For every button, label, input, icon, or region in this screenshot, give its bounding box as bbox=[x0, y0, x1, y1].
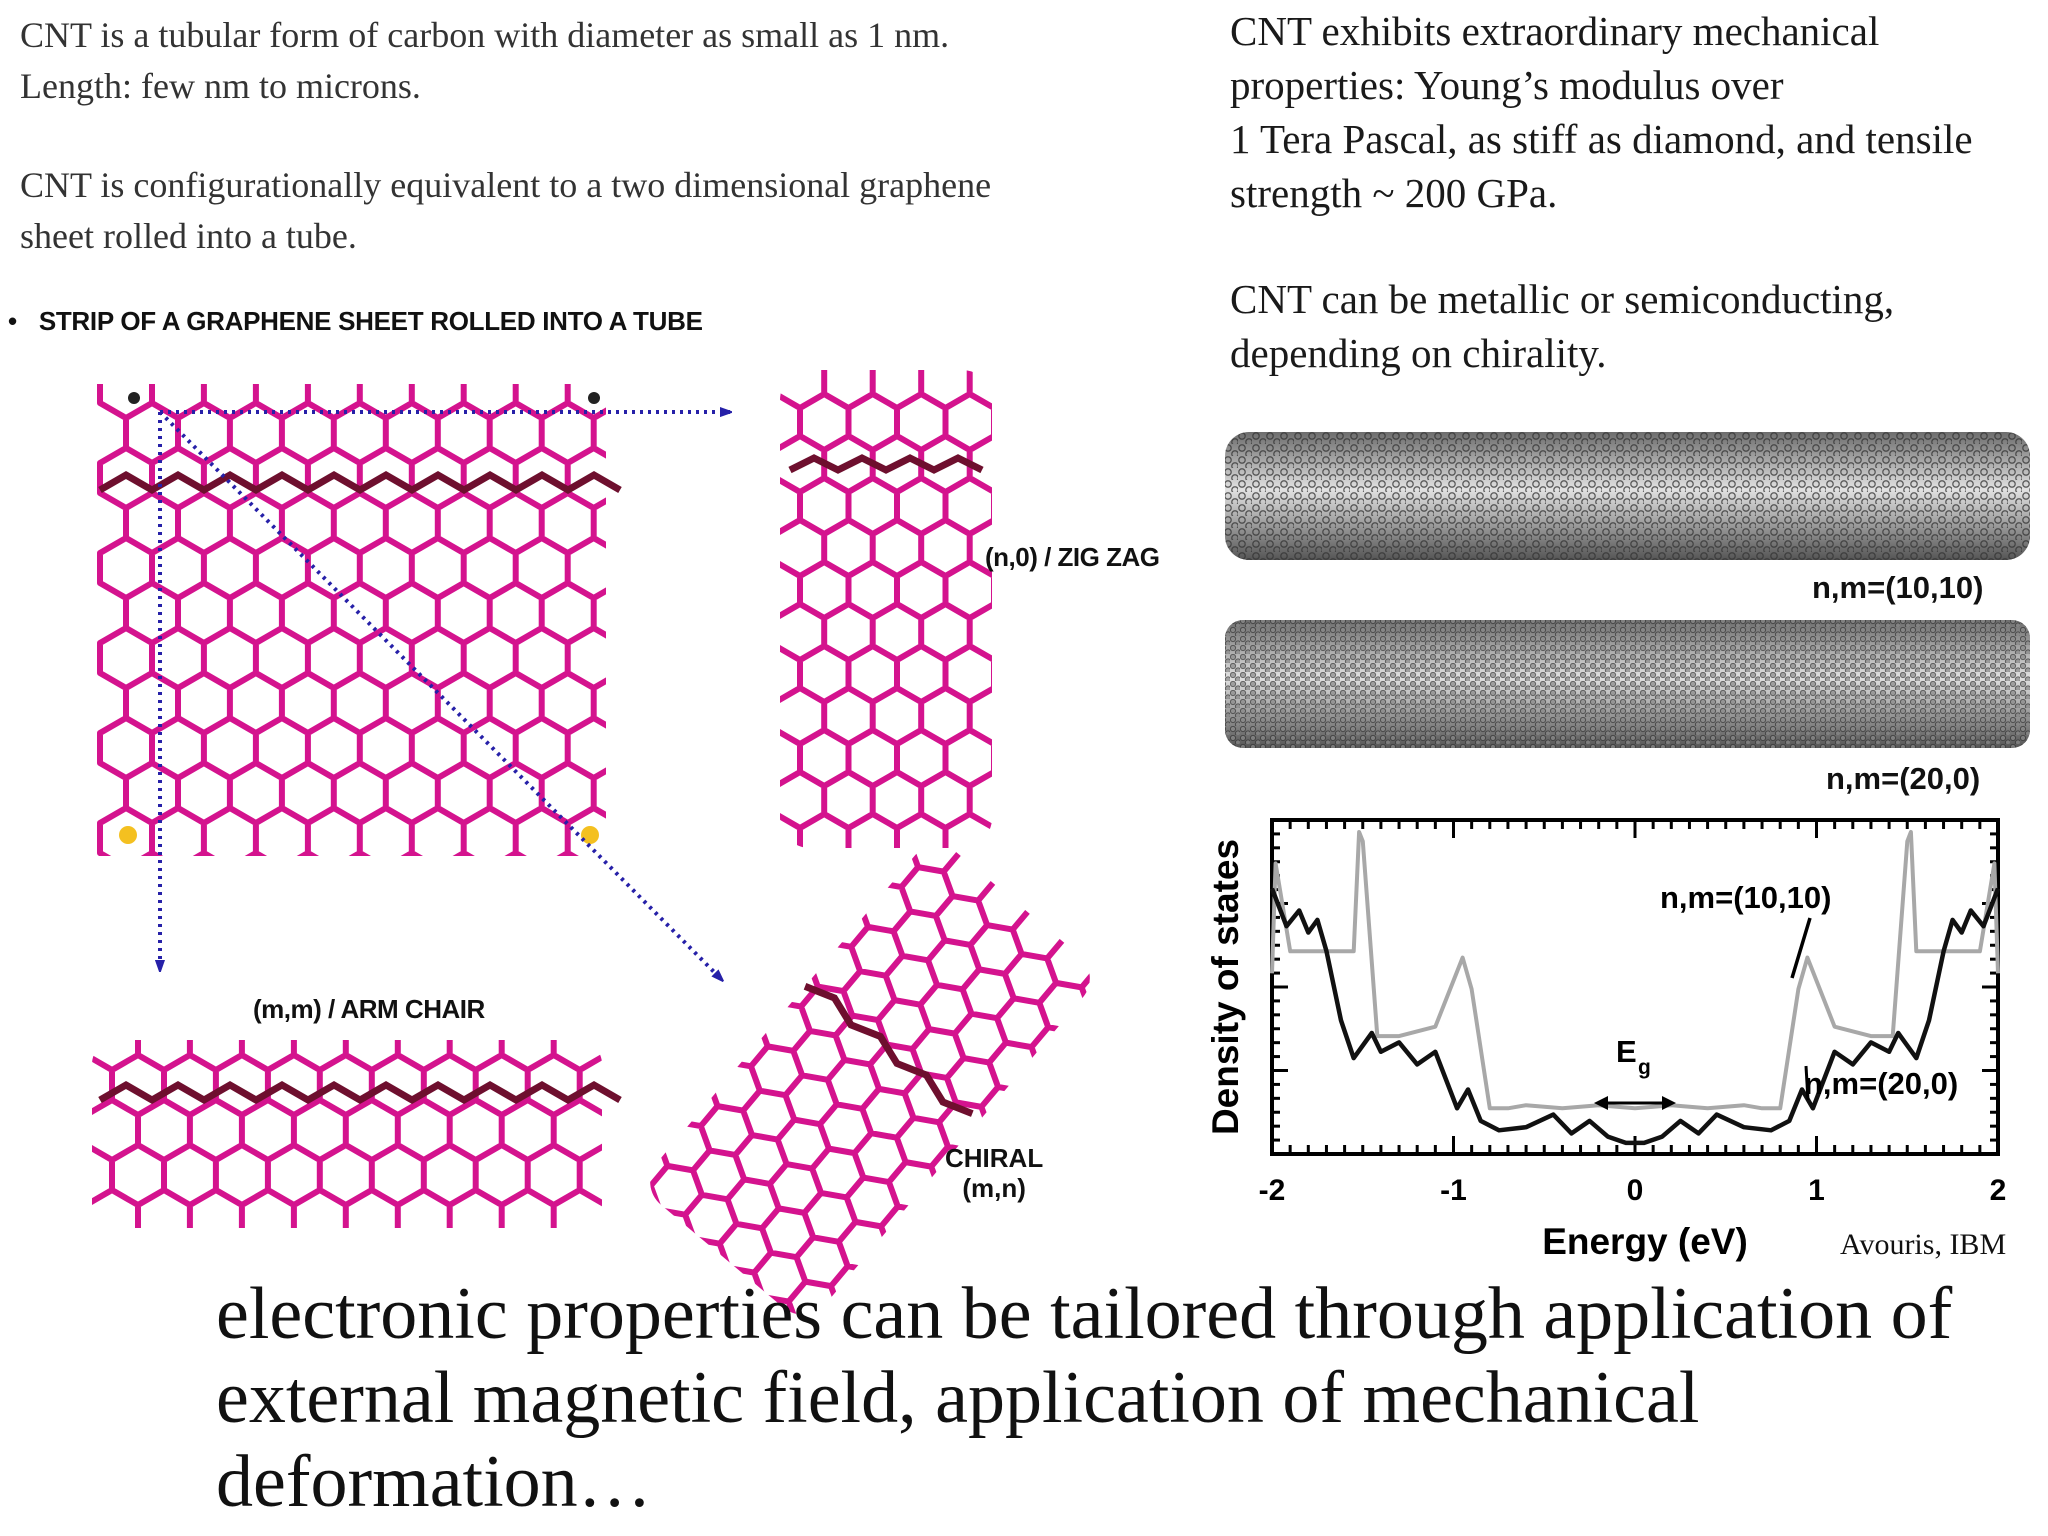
annotation-10-10-pointer bbox=[1790, 917, 1812, 979]
energy-gap-arrowhead-right bbox=[1662, 1096, 1676, 1110]
left-p1-line1: CNT is a tubular form of carbon with dia… bbox=[20, 15, 950, 55]
armchair-tube bbox=[92, 1040, 622, 1228]
sheet-highlight-line bbox=[98, 470, 622, 495]
left-p2-line2: sheet rolled into a tube. bbox=[20, 216, 357, 256]
chiral-vector-arrow bbox=[158, 410, 722, 980]
chiral-label-line2: (m,n) bbox=[962, 1173, 1026, 1203]
zigzag-tube-hexagons bbox=[780, 370, 992, 848]
x-tick-label: 0 bbox=[1627, 1174, 1644, 1207]
y-axis-label: Density of states bbox=[1205, 839, 1246, 1135]
bullet-text: STRIP OF A GRAPHENE SHEET ROLLED INTO A … bbox=[38, 306, 703, 336]
tube2-label: n,m=(20,0) bbox=[1826, 761, 1981, 796]
chiral-label: CHIRAL (m,n) bbox=[945, 1143, 1043, 1203]
graphene-diagram bbox=[92, 370, 1103, 1327]
right-p1-line4: strength ~ 200 GPa. bbox=[1230, 170, 1558, 216]
graphene-sheet bbox=[97, 384, 622, 856]
armchair-tube-hexagons bbox=[92, 1040, 602, 1228]
left-paragraph-1: CNT is a tubular form of carbon with dia… bbox=[20, 10, 1200, 112]
corner-atom-yellow bbox=[119, 826, 137, 844]
corner-atom bbox=[128, 392, 140, 404]
bottom-line1: electronic properties can be tailored th… bbox=[216, 1273, 1953, 1355]
energy-gap-label: E bbox=[1616, 1034, 1637, 1069]
chiral-label-line1: CHIRAL bbox=[945, 1143, 1044, 1173]
corner-atom bbox=[588, 392, 600, 404]
left-p2-line1: CNT is configurationally equivalent to a… bbox=[20, 165, 992, 205]
series-line-1 bbox=[1270, 830, 2000, 1111]
right-p1-line1: CNT exhibits extraordinary mechanical bbox=[1230, 8, 1880, 54]
x-tick-label: 1 bbox=[1808, 1174, 1825, 1207]
rolling-vectors bbox=[160, 412, 730, 980]
zigzag-tube bbox=[780, 370, 992, 848]
x-axis-label: Energy (eV) bbox=[1542, 1221, 1748, 1262]
tube-10-10-atoms bbox=[1225, 432, 2030, 560]
left-paragraph-2: CNT is configurationally equivalent to a… bbox=[20, 160, 1200, 262]
annotation-20-0-pointer bbox=[1804, 1065, 1810, 1101]
nanotube-renderings bbox=[1225, 432, 2030, 748]
right-p2-line2: depending on chirality. bbox=[1230, 330, 1607, 376]
bottom-line3: deformation… bbox=[216, 1441, 652, 1523]
tube-20-0-atoms bbox=[1225, 620, 2030, 748]
right-p2-line1: CNT can be metallic or semiconducting, bbox=[1230, 276, 1895, 322]
tube-10-10 bbox=[1225, 432, 2030, 560]
tube1-label: n,m=(10,10) bbox=[1812, 570, 1984, 605]
bullet-symbol: • bbox=[8, 306, 17, 336]
x-tick-label: -2 bbox=[1259, 1174, 1286, 1207]
series-line-2 bbox=[1269, 887, 2001, 1146]
x-tick-label: -1 bbox=[1440, 1174, 1467, 1207]
chiral-highlight-line bbox=[803, 983, 974, 1117]
zigzag-highlight-line bbox=[788, 454, 984, 474]
right-paragraph-1: CNT exhibits extraordinary mechanical pr… bbox=[1230, 4, 2048, 220]
corner-atom-yellow bbox=[581, 826, 599, 844]
bottom-line2: external magnetic field, application of … bbox=[216, 1357, 1700, 1439]
annotation-20-0: n,m=(20,0) bbox=[1804, 1066, 1958, 1101]
bottom-statement: electronic properties can be tailored th… bbox=[216, 1272, 2016, 1524]
x-tick-label: 2 bbox=[1990, 1174, 2007, 1207]
credit-text: Avouris, IBM bbox=[1840, 1228, 2007, 1261]
bullet-heading: • STRIP OF A GRAPHENE SHEET ROLLED INTO A… bbox=[8, 306, 703, 337]
energy-gap-subscript: g bbox=[1638, 1056, 1651, 1079]
right-paragraph-2: CNT can be metallic or semiconducting, d… bbox=[1230, 272, 2048, 380]
zigzag-label: (n,0) / ZIG ZAG bbox=[985, 542, 1160, 572]
armchair-highlight-line bbox=[98, 1080, 622, 1105]
tube-20-0 bbox=[1225, 620, 2030, 748]
armchair-label: (m,m) / ARM CHAIR bbox=[253, 994, 485, 1024]
annotation-10-10: n,m=(10,10) bbox=[1660, 880, 1831, 915]
energy-gap-arrowhead-left bbox=[1594, 1096, 1608, 1110]
left-p1-line2: Length: few nm to microns. bbox=[20, 66, 421, 106]
chart-ticks bbox=[1270, 818, 2000, 1156]
right-p1-line3: 1 Tera Pascal, as stiff as diamond, and … bbox=[1230, 116, 1973, 162]
graphene-sheet-hexagons bbox=[97, 384, 606, 856]
right-p1-line2: properties: Young’s modulus over bbox=[1230, 62, 1784, 108]
